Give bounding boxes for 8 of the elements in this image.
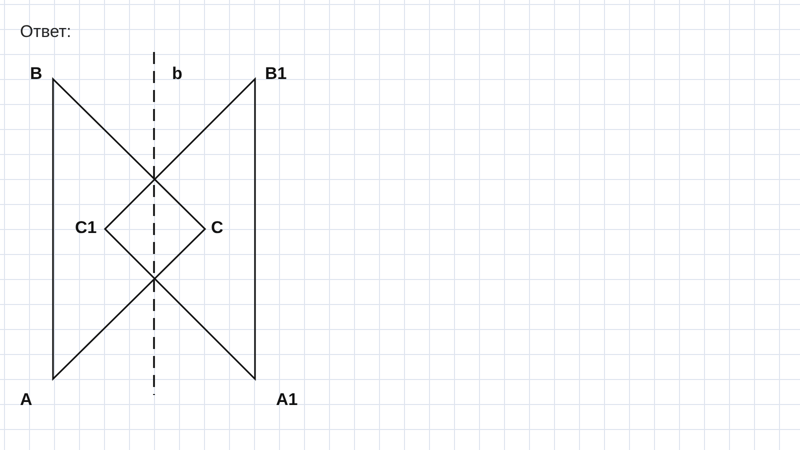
point-label: C1 [75, 218, 97, 238]
point-label: B1 [265, 64, 287, 84]
line-label: b [172, 64, 182, 84]
point-label: A [20, 390, 32, 410]
answer-label: Ответ: [20, 22, 72, 42]
point-label: B [30, 64, 42, 84]
point-label: A1 [276, 390, 298, 410]
point-label: C [211, 218, 224, 238]
